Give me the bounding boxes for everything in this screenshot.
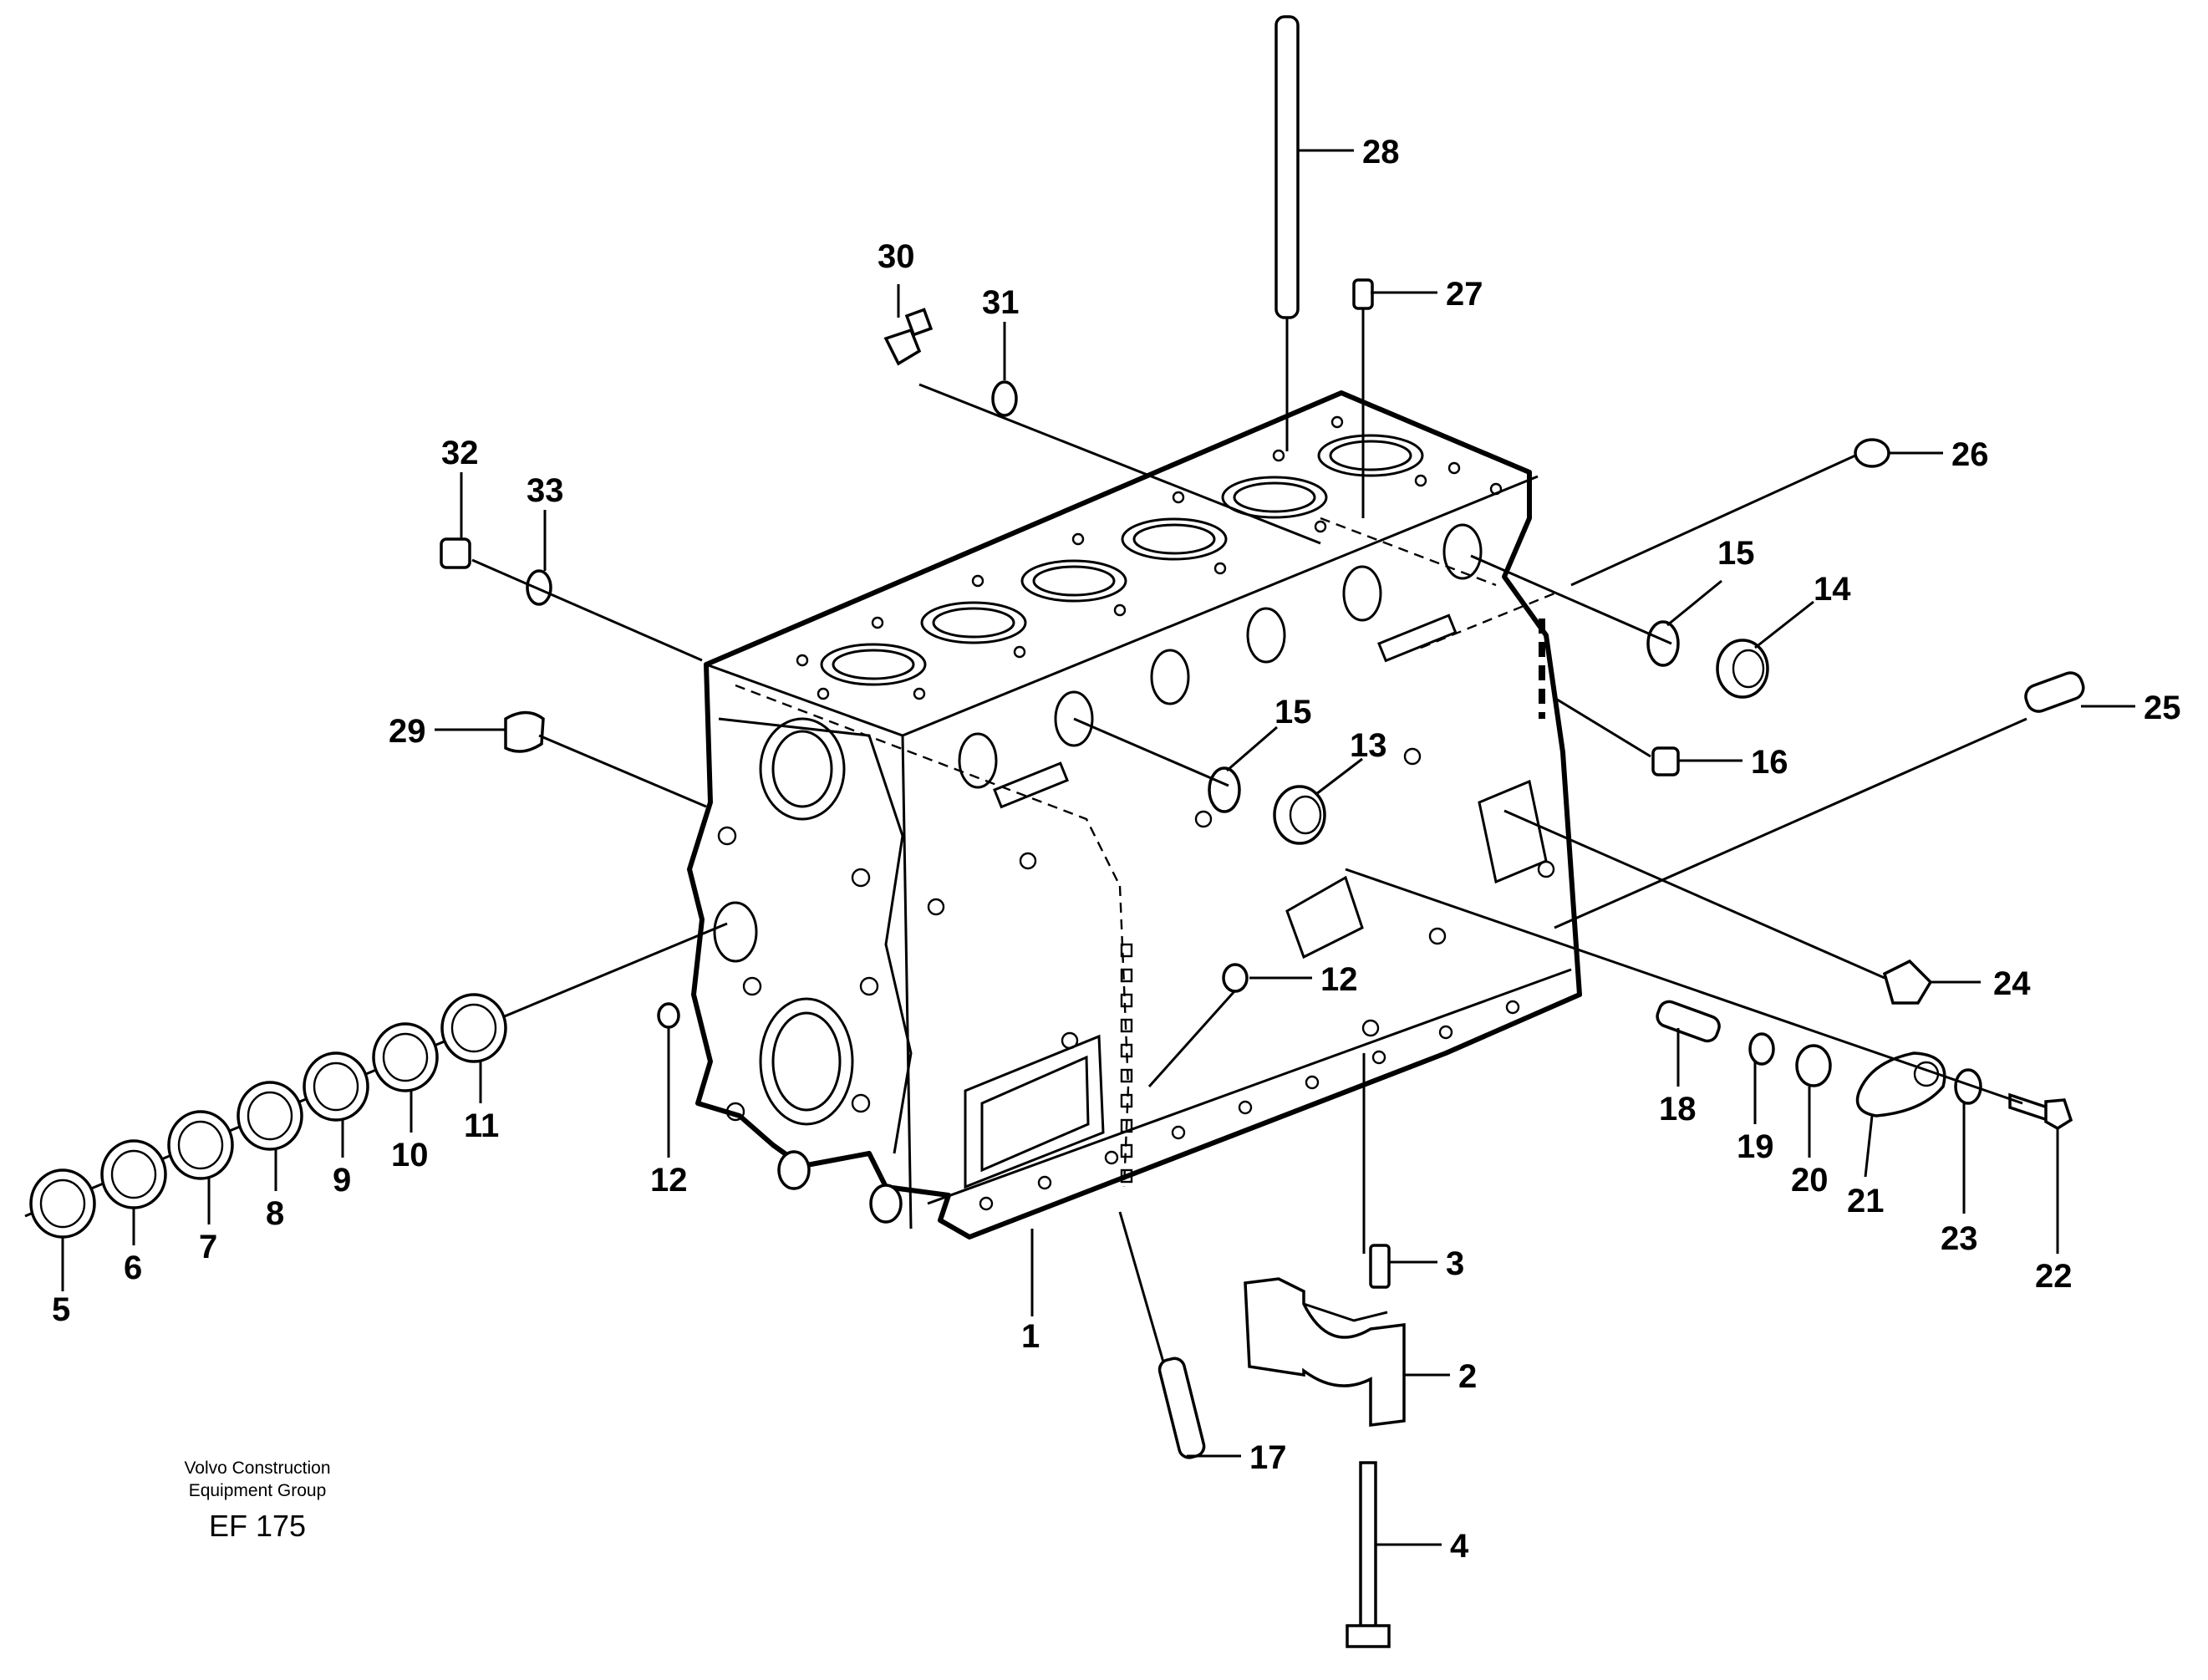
part-31-washer (991, 380, 1018, 417)
deck-bolt-holes (796, 415, 1503, 700)
callout-24: 24 (1993, 965, 2031, 1002)
part-30-plug (883, 308, 934, 366)
callout-32: 32 (441, 435, 479, 471)
callout-6: 6 (124, 1250, 142, 1286)
callout-29: 29 (389, 713, 426, 750)
callout-33: 33 (527, 472, 564, 509)
callout-16: 16 (1751, 744, 1788, 781)
part-24-bolt (1503, 809, 1933, 1005)
callout-3: 3 (1446, 1245, 1464, 1282)
callout-21: 21 (1847, 1183, 1885, 1219)
callout-12-side: 12 (1320, 961, 1358, 998)
callout-18: 18 (1659, 1091, 1697, 1128)
callout-10: 10 (391, 1137, 429, 1173)
part-3-dowel (1369, 1244, 1391, 1289)
callout-2: 2 (1458, 1358, 1477, 1395)
callout-15-lower: 15 (1274, 694, 1312, 731)
camshaft-bushings (24, 922, 728, 1239)
part-27-sleeve (1352, 278, 1374, 518)
callout-14: 14 (1814, 571, 1851, 608)
callout-26: 26 (1951, 436, 1989, 473)
callout-4: 4 (1450, 1528, 1469, 1565)
part-6-bushing (100, 1139, 167, 1209)
part-18-pipe (1656, 1000, 1721, 1043)
oil-gallery-marks (1120, 943, 1133, 1184)
cylinder-block (687, 390, 1582, 1240)
callout-17: 17 (1249, 1439, 1287, 1476)
part-15-seal-upper (1646, 620, 1680, 667)
publisher-line-1: Volvo Construction (184, 1459, 330, 1478)
callout-1: 1 (1021, 1318, 1040, 1355)
callout-23: 23 (1941, 1220, 1978, 1257)
callout-27: 27 (1446, 276, 1483, 313)
callout-31: 31 (982, 284, 1020, 321)
part-10-bushing (372, 1022, 439, 1092)
part-5-bushing (29, 1168, 96, 1239)
part-12-plug-front (657, 1002, 680, 1029)
part-32-plug (440, 537, 471, 569)
rail-bolt-holes (979, 1000, 1520, 1211)
callout-15-upper: 15 (1717, 535, 1755, 572)
publisher-line-2: Equipment Group (189, 1481, 327, 1500)
callout-labels: 28 27 30 31 32 33 29 26 15 14 16 15 13 2… (52, 134, 2181, 1565)
part-22-bolt (2008, 1092, 2073, 1131)
part-28-pin (1274, 15, 1300, 451)
callout-11: 11 (464, 1107, 499, 1144)
part-29-cap (504, 710, 707, 808)
part-17-pin (1118, 1211, 1206, 1459)
part-19-seal (1748, 1032, 1775, 1066)
leader-lines (61, 149, 2135, 1546)
callout-28: 28 (1362, 134, 1400, 171)
part-13-plug (1273, 785, 1326, 845)
part-4-bolt (1346, 1461, 1391, 1648)
callout-5: 5 (52, 1291, 70, 1328)
part-15-seal-lower (1208, 766, 1241, 813)
part-33-washer (526, 569, 552, 606)
part-23-washer (1954, 1068, 1982, 1105)
callout-19: 19 (1737, 1128, 1774, 1165)
figure-code: EF 175 (209, 1509, 306, 1543)
side-ports (958, 523, 1483, 809)
callout-9: 9 (333, 1162, 351, 1199)
figure-footer: Volvo Construction Equipment Group EF 17… (184, 1459, 330, 1543)
callout-22: 22 (2035, 1258, 2073, 1295)
front-face (713, 717, 913, 1154)
inspection-cover (964, 1034, 1105, 1189)
callout-30: 30 (878, 238, 915, 275)
part-8-bushing (237, 1081, 303, 1151)
part-20-nipple (1795, 1044, 1832, 1087)
callout-12-front: 12 (650, 1162, 688, 1199)
callout-20: 20 (1791, 1162, 1829, 1199)
callout-13: 13 (1350, 727, 1387, 764)
part-25-sleeve (1554, 671, 2085, 929)
part-2-bearing-cap (1244, 1277, 1406, 1427)
callout-7: 7 (199, 1229, 217, 1265)
part-9-bushing (303, 1051, 369, 1122)
part-11-bushing (440, 993, 507, 1063)
side-bosses (927, 747, 1555, 1050)
part-14-plug (1716, 639, 1769, 699)
part-12-plug-side (1222, 963, 1249, 993)
callout-25: 25 (2144, 690, 2181, 726)
part-16-plug (1554, 696, 1680, 776)
cylinder-bores (820, 434, 1424, 686)
part-26-plug (1570, 438, 1890, 587)
part-7-bushing (167, 1110, 234, 1180)
callout-8: 8 (266, 1195, 284, 1232)
